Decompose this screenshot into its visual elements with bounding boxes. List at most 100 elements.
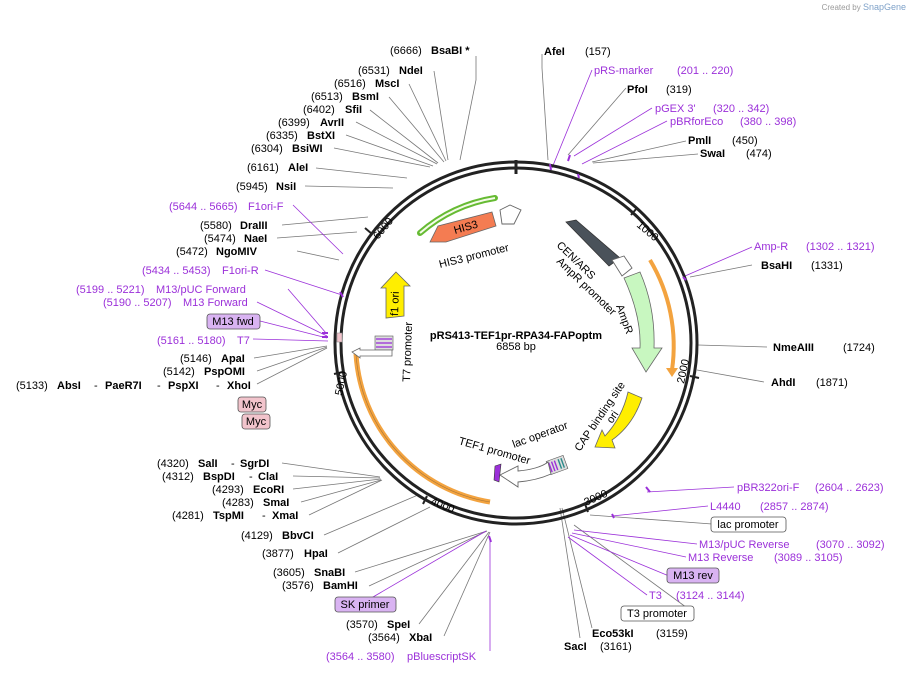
svg-text:SfiI: SfiI [345, 104, 362, 116]
enzyme-ecori[interactable]: (4293) EcoRI [212, 484, 284, 496]
enzyme-xhoi-group[interactable]: (5133) AbsI - PaeR7I - PspXI - XhoI [16, 380, 251, 392]
enzyme-bamhi[interactable]: (3576)BamHI [282, 580, 358, 592]
svg-text:(5199 .. 5221): (5199 .. 5221) [76, 284, 145, 296]
primer-f1ori-r[interactable]: (5434 .. 5453)F1ori-R [142, 265, 259, 277]
enzyme-msci[interactable]: (6516)MscI [334, 78, 399, 90]
enzyme-snabi[interactable]: (3605)SnaBI [273, 567, 345, 579]
svg-text:PspOMI: PspOMI [204, 366, 245, 378]
enzyme-naei[interactable]: (5474)NaeI [204, 233, 267, 245]
svg-text:XbaI: XbaI [409, 632, 432, 644]
primer-pbrforeco[interactable]: pBRforEco(380 .. 398) [670, 116, 796, 128]
enzyme-eco53ki[interactable]: Eco53kI(3159) [592, 628, 688, 640]
svg-text:(6513): (6513) [311, 91, 343, 103]
primer-t3[interactable]: T3(3124 .. 3144) [649, 590, 745, 602]
enzyme-bstxi[interactable]: (6335)BstXI [266, 130, 335, 142]
svg-text:NaeI: NaeI [244, 233, 267, 245]
box-t3-promoter[interactable]: T3 promoter [620, 605, 695, 622]
enzyme-pfoi[interactable]: PfoI(319) [627, 84, 692, 96]
primer-pgex3[interactable]: pGEX 3'(320 .. 342) [655, 103, 769, 115]
svg-text:(319): (319) [666, 84, 692, 96]
primer-m13puc-reverse[interactable]: M13/pUC Reverse(3070 .. 3092) [699, 539, 885, 551]
enzyme-sali-group[interactable]: (4320) SalI - SgrDI [157, 458, 269, 470]
svg-text:pGEX 3': pGEX 3' [655, 103, 696, 115]
enzyme-apai[interactable]: (5146)ApaI [180, 353, 245, 365]
primer-amp-r[interactable]: Amp-R(1302 .. 1321) [754, 241, 875, 253]
box-m13-fwd[interactable]: M13 fwd [206, 313, 261, 330]
enzyme-bsmi[interactable]: (6513)BsmI [311, 91, 379, 103]
primer-t7[interactable]: (5161 .. 5180)T7 [157, 335, 250, 347]
svg-text:SgrDI: SgrDI [240, 458, 269, 470]
svg-text:M13/pUC Reverse: M13/pUC Reverse [699, 539, 789, 551]
lower-orange-arc [353, 353, 491, 505]
box-myc-2[interactable]: Myc [241, 413, 271, 430]
enzyme-smai[interactable]: (4283) SmaI [222, 497, 289, 509]
primer-pbluescriptsk[interactable]: (3564 .. 3580)pBluescriptSK [326, 651, 477, 663]
enzyme-bsabi[interactable]: (6666)BsaBI * [390, 45, 470, 57]
svg-text:SwaI: SwaI [700, 148, 725, 160]
tick-label-2000: 2000 [675, 358, 692, 384]
svg-text:HpaI: HpaI [304, 548, 328, 560]
primer-m13-forward[interactable]: (5190 .. 5207)M13 Forward [103, 297, 248, 309]
enzyme-saci[interactable]: SacI(3161) [564, 641, 632, 653]
svg-text:(5161 .. 5180): (5161 .. 5180) [157, 335, 226, 347]
box-lac-promoter[interactable]: lac promoter [710, 516, 787, 533]
svg-text:(3161): (3161) [600, 641, 632, 653]
svg-text:(6335): (6335) [266, 130, 298, 142]
svg-text:-: - [231, 458, 235, 470]
enzyme-clai-group[interactable]: (4312) BspDI - ClaI [162, 471, 278, 483]
svg-text:(3877): (3877) [262, 548, 294, 560]
svg-text:AleI: AleI [288, 162, 308, 174]
box-myc-1[interactable]: Myc [237, 396, 267, 413]
enzyme-ahdi[interactable]: AhdI(1871) [771, 377, 848, 389]
enzyme-sfii[interactable]: (6402)SfiI [303, 104, 362, 116]
primer-m13-reverse[interactable]: M13 Reverse(3089 .. 3105) [688, 552, 843, 564]
enzyme-nsii[interactable]: (5945)NsiI [236, 181, 296, 193]
svg-text:AhdI: AhdI [771, 377, 795, 389]
enzyme-afei[interactable]: AfeI(157) [544, 46, 611, 58]
svg-text:AfeI: AfeI [544, 46, 565, 58]
ori-label: ori [605, 409, 622, 426]
enzyme-spei[interactable]: (3570)SpeI [346, 619, 410, 631]
enzyme-nmeaiii[interactable]: NmeAIII(1724) [773, 342, 875, 354]
svg-text:lac promoter: lac promoter [717, 519, 778, 531]
plasmid-name: pRS413-TEF1pr-RPA34-FAPoptm [430, 330, 602, 342]
svg-text:PaeR7I: PaeR7I [105, 380, 142, 392]
his3-promoter-feature [499, 204, 522, 225]
enzyme-alei[interactable]: (6161) AleI [247, 162, 308, 174]
plasmid-size: 6858 bp [496, 341, 536, 353]
his3-promoter-label: HIS3 promoter [438, 242, 511, 271]
enzyme-xmai-group[interactable]: (4281) TspMI - XmaI [172, 510, 298, 522]
enzyme-bbvci[interactable]: (4129)BbvCI [241, 530, 314, 542]
enzyme-hpai[interactable]: (3877) HpaI [262, 548, 328, 560]
svg-text:EcoRI: EcoRI [253, 484, 284, 496]
enzyme-avrii[interactable]: (6399)AvrII [278, 117, 344, 129]
primer-prs-marker[interactable]: pRS-marker(201 .. 220) [594, 65, 733, 77]
enzyme-bsiwi[interactable]: (6304)BsiWI [251, 143, 323, 155]
svg-text:(6161): (6161) [247, 162, 279, 174]
svg-text:NsiI: NsiI [276, 181, 296, 193]
primer-pbr322ori-f[interactable]: pBR322ori-F(2604 .. 2623) [737, 482, 884, 494]
svg-text:(6399): (6399) [278, 117, 310, 129]
enzyme-ndei[interactable]: (6531)NdeI [358, 65, 423, 77]
svg-text:(1724): (1724) [843, 342, 875, 354]
enzyme-bsahi[interactable]: BsaHI(1331) [761, 260, 843, 272]
primer-l4440[interactable]: L4440(2857 .. 2874) [710, 501, 829, 513]
svg-text:AbsI: AbsI [57, 380, 81, 392]
primer-f1ori-f[interactable]: (5644 .. 5665)F1ori-F [169, 201, 284, 213]
enzyme-pspomi[interactable]: (5142)PspOMI [163, 366, 245, 378]
svg-text:-: - [216, 380, 220, 392]
box-m13-rev[interactable]: M13 rev [666, 567, 720, 584]
enzyme-xbai[interactable]: (3564)XbaI [368, 632, 432, 644]
primer-m13puc-forward[interactable]: (5199 .. 5221)M13/pUC Forward [76, 284, 246, 296]
svg-text:T3 promoter: T3 promoter [627, 608, 687, 620]
svg-text:BsaHI: BsaHI [761, 260, 792, 272]
enzyme-draiii[interactable]: (5580)DraIII [200, 220, 268, 232]
enzyme-ngomiv[interactable]: (5472)NgoMIV [176, 246, 258, 258]
enzyme-swai[interactable]: SwaI(474) [700, 148, 772, 160]
svg-text:SnaBI: SnaBI [314, 567, 345, 579]
box-sk-primer[interactable]: SK primer [334, 596, 397, 613]
enzyme-pmli[interactable]: PmlI(450) [688, 135, 758, 147]
svg-text:(4320): (4320) [157, 458, 189, 470]
svg-text:-: - [94, 380, 98, 392]
svg-text:(3564 .. 3580): (3564 .. 3580) [326, 651, 395, 663]
